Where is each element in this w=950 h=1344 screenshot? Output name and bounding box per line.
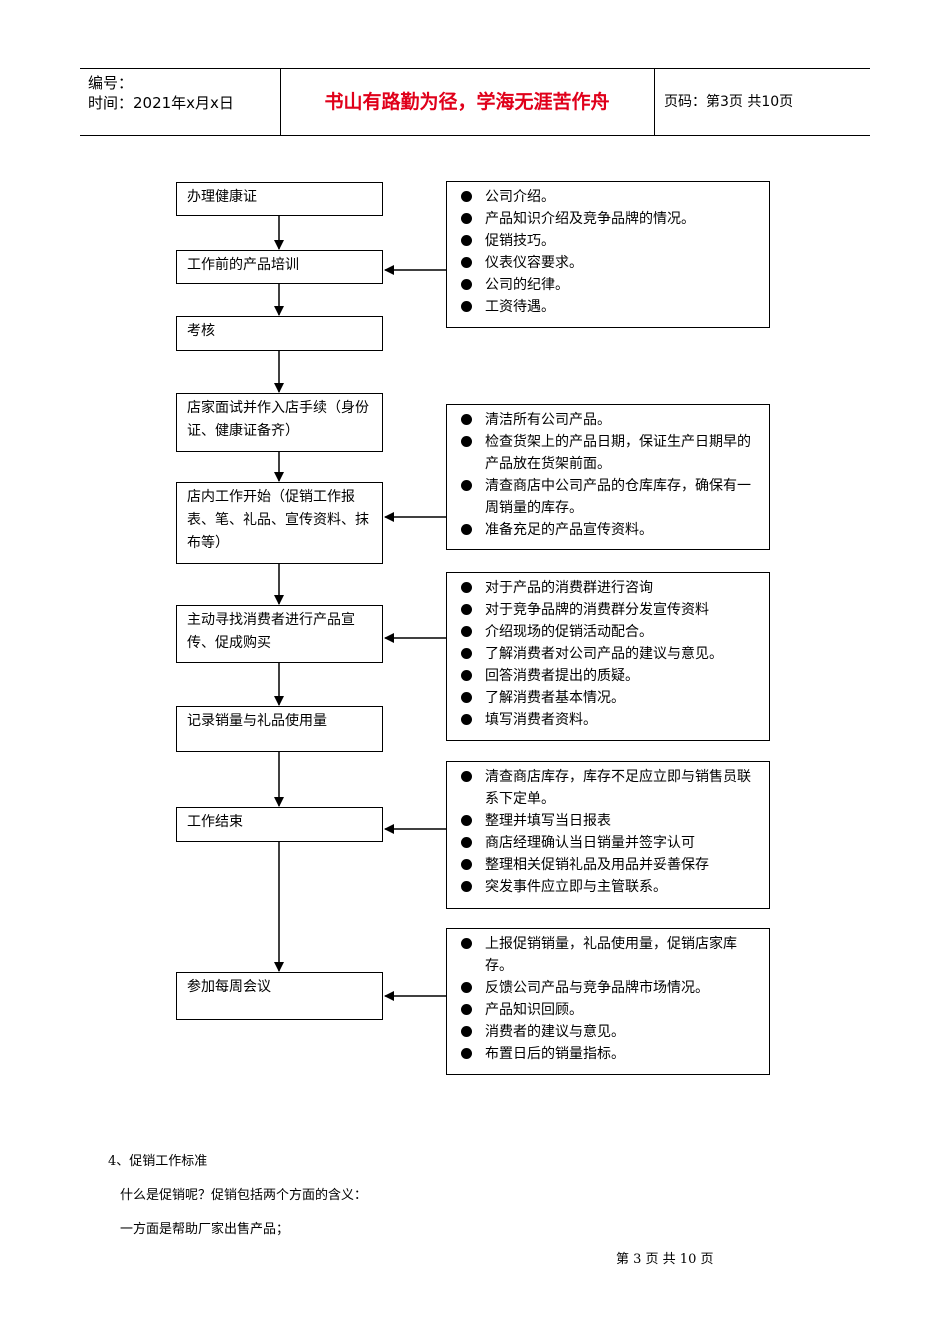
bullet-icon [461,837,472,848]
flow-step-record-sales: 记录销量与礼品使用量 [176,706,383,752]
note-box-work-start: 清洁所有公司产品。 检查货架上的产品日期，保证生产日期早的产品放在货架前面。 清… [446,404,770,550]
flow-step-weekly-meeting: 参加每周会议 [176,972,383,1020]
flow-step-store-interview: 店家面试并作入店手续（身份证、健康证备齐） [176,393,383,452]
page-header: 编号： 时间：2021年x月x日 书山有路勤为径，学海无涯苦作舟 页码：第3页 … [80,68,870,136]
bullet-icon [461,626,472,637]
list-item: 仪表仪容要求。 [459,252,759,274]
header-motto: 书山有路勤为径，学海无涯苦作舟 [324,91,610,113]
list-item: 公司的纪律。 [459,274,759,296]
header-page-info: 页码：第3页 共10页 [664,94,794,110]
list-item: 清查商店库存，库存不足应立即与销售员联系下定单。 [459,766,759,810]
note-box-promote: 对于产品的消费群进行咨询 对于竞争品牌的消费群分发宣传资料 介绍现场的促销活动配… [446,572,770,741]
flow-step-work-start: 店内工作开始（促销工作报表、笔、礼品、宣传资料、抹布等） [176,482,383,564]
note-box-work-end: 清查商店库存，库存不足应立即与销售员联系下定单。 整理并填写当日报表 商店经理确… [446,761,770,909]
list-item: 反馈公司产品与竞争品牌市场情况。 [459,977,759,999]
bullet-icon [461,436,472,447]
body-paragraph: 一方面是帮助厂家出售产品； [120,1222,290,1237]
bullet-icon [461,982,472,993]
list-item: 整理并填写当日报表 [459,810,759,832]
bullet-icon [461,1048,472,1059]
list-item: 了解消费者基本情况。 [459,687,759,709]
bullet-icon [461,692,472,703]
bullet-icon [461,480,472,491]
list-item: 对于产品的消费群进行咨询 [459,577,759,599]
list-item: 商店经理确认当日销量并签字认可 [459,832,759,854]
bullet-icon [461,213,472,224]
number-label: 编号： [88,74,134,92]
list-item: 公司介绍。 [459,186,759,208]
header-divider [654,69,655,135]
body-paragraph: 什么是促销呢？促销包括两个方面的含义： [120,1188,368,1203]
list-item: 清查商店中公司产品的仓库库存，确保有一周销量的库存。 [459,475,759,519]
bullet-icon [461,604,472,615]
bullet-icon [461,257,472,268]
flow-step-assessment: 考核 [176,316,383,351]
list-item: 整理相关促销礼品及用品并妥善保存 [459,854,759,876]
bullet-icon [461,191,472,202]
list-item: 了解消费者对公司产品的建议与意见。 [459,643,759,665]
page-footer: 第 3 页 共 10 页 [616,1252,714,1267]
flow-step-promote: 主动寻找消费者进行产品宣传、促成购买 [176,605,383,663]
bullet-icon [461,524,472,535]
note-box-training: 公司介绍。 产品知识介绍及竞争品牌的情况。 促销技巧。 仪表仪容要求。 公司的纪… [446,181,770,328]
list-item: 对于竞争品牌的消费群分发宣传资料 [459,599,759,621]
bullet-icon [461,1004,472,1015]
bullet-icon [461,859,472,870]
list-item: 突发事件应立即与主管联系。 [459,876,759,898]
bullet-icon [461,414,472,425]
note-box-weekly-meeting: 上报促销销量，礼品使用量，促销店家库存。 反馈公司产品与竞争品牌市场情况。 产品… [446,928,770,1075]
list-item: 回答消费者提出的质疑。 [459,665,759,687]
bullet-icon [461,938,472,949]
bullet-icon [461,714,472,725]
list-item: 清洁所有公司产品。 [459,409,759,431]
bullet-icon [461,670,472,681]
list-item: 上报促销销量，礼品使用量，促销店家库存。 [459,933,759,977]
bullet-icon [461,1026,472,1037]
list-item: 检查货架上的产品日期，保证生产日期早的产品放在货架前面。 [459,431,759,475]
bullet-icon [461,771,472,782]
list-item: 消费者的建议与意见。 [459,1021,759,1043]
flow-step-health-cert: 办理健康证 [176,182,383,216]
flow-step-work-end: 工作结束 [176,807,383,842]
bullet-icon [461,235,472,246]
bullet-icon [461,815,472,826]
bullet-icon [461,301,472,312]
header-divider [280,69,281,135]
bullet-icon [461,648,472,659]
time-label: 时间：2021年x月x日 [88,94,234,112]
list-item: 填写消费者资料。 [459,709,759,731]
flow-step-training: 工作前的产品培训 [176,250,383,284]
section-title: 4、促销工作标准 [108,1154,208,1169]
list-item: 促销技巧。 [459,230,759,252]
bullet-icon [461,582,472,593]
bullet-icon [461,881,472,892]
list-item: 介绍现场的促销活动配合。 [459,621,759,643]
list-item: 工资待遇。 [459,296,759,318]
list-item: 产品知识回顾。 [459,999,759,1021]
list-item: 产品知识介绍及竞争品牌的情况。 [459,208,759,230]
list-item: 布置日后的销量指标。 [459,1043,759,1065]
bullet-icon [461,279,472,290]
list-item: 准备充足的产品宣传资料。 [459,519,759,541]
header-meta: 编号： 时间：2021年x月x日 [88,73,234,113]
